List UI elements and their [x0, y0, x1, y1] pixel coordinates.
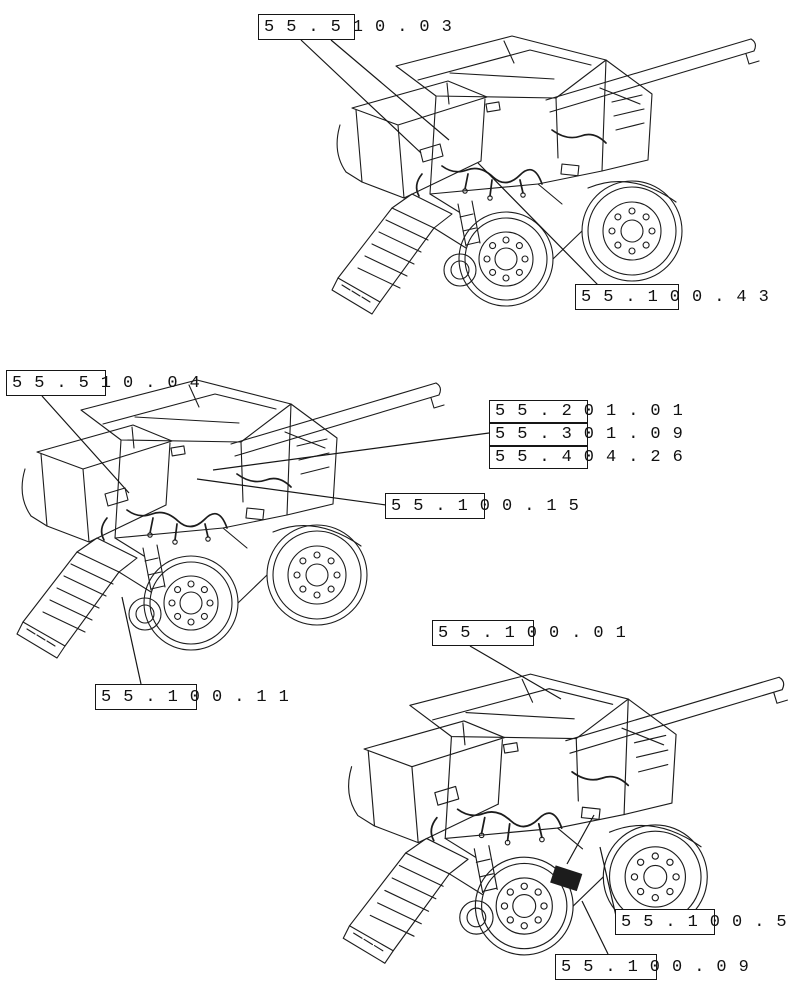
- harness-connector-block: [550, 865, 583, 892]
- part-number-label: 55.510.04: [12, 373, 212, 393]
- combine-line-art-top: [331, 35, 760, 315]
- part-callout-box[interactable]: 55.100.43: [575, 284, 769, 310]
- part-callout-box[interactable]: 55.100.11: [95, 684, 289, 710]
- part-callout-box[interactable]: 55.100.5: [615, 909, 787, 935]
- part-callout-box[interactable]: 55.201.01: [489, 400, 683, 423]
- combine-line-art-middle: [16, 379, 445, 659]
- part-number-label: 55.100.01: [438, 623, 638, 643]
- part-callout-box[interactable]: 55.404.26: [489, 446, 683, 469]
- part-number-label: 55.100.15: [391, 496, 591, 516]
- part-number-label: 55.100.09: [561, 957, 761, 977]
- part-number-label: 55.201.01: [495, 402, 695, 421]
- part-callout-box[interactable]: 55.301.09: [489, 423, 683, 446]
- part-callout-box[interactable]: 55.510.04: [6, 370, 200, 396]
- part-callout-box[interactable]: 55.510.03: [258, 14, 452, 40]
- part-number-label: 55.100.5: [621, 912, 788, 932]
- part-number-label: 55.100.11: [101, 687, 301, 707]
- part-number-label: 55.100.43: [581, 287, 781, 307]
- part-number-label: 55.510.03: [264, 17, 464, 37]
- part-callout-box[interactable]: 55.100.15: [385, 493, 579, 519]
- part-number-label: 55.404.26: [495, 448, 695, 467]
- leader-lines: [41, 39, 617, 955]
- part-number-label: 55.301.09: [495, 425, 695, 444]
- part-callout-box[interactable]: 55.100.01: [432, 620, 626, 646]
- part-callout-box[interactable]: 55.100.09: [555, 954, 749, 980]
